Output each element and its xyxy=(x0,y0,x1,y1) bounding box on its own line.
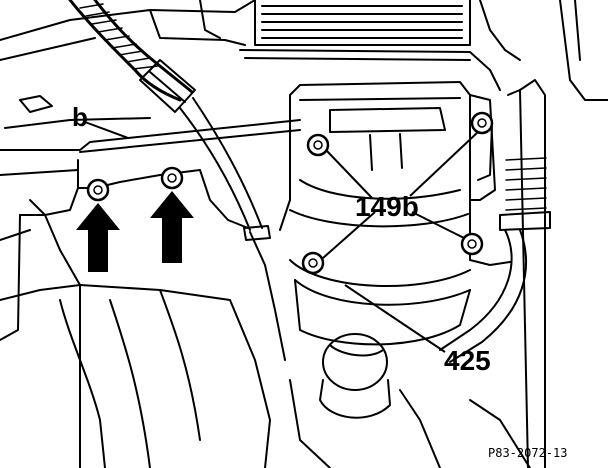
bolt-icon-compressor-top-left xyxy=(306,133,330,157)
bolt-icon-compressor-top-right xyxy=(470,111,494,135)
label-149b: 149b xyxy=(355,191,419,222)
leader-lines xyxy=(84,121,479,353)
arrow-icons xyxy=(76,191,194,272)
bolt-icons xyxy=(86,111,494,275)
up-arrow-icon-left xyxy=(76,203,120,272)
label-b: b xyxy=(72,102,88,132)
up-arrow-icon-right xyxy=(150,191,194,263)
bolt-icon-bracket-right xyxy=(160,166,184,190)
bolt-icon-compressor-bottom-left xyxy=(301,251,325,275)
label-425: 425 xyxy=(444,345,491,376)
figure-reference: P83-2072-13 xyxy=(488,446,567,460)
bolt-icon-bracket-left xyxy=(86,178,110,202)
bolt-icon-compressor-bottom-right xyxy=(460,232,484,256)
